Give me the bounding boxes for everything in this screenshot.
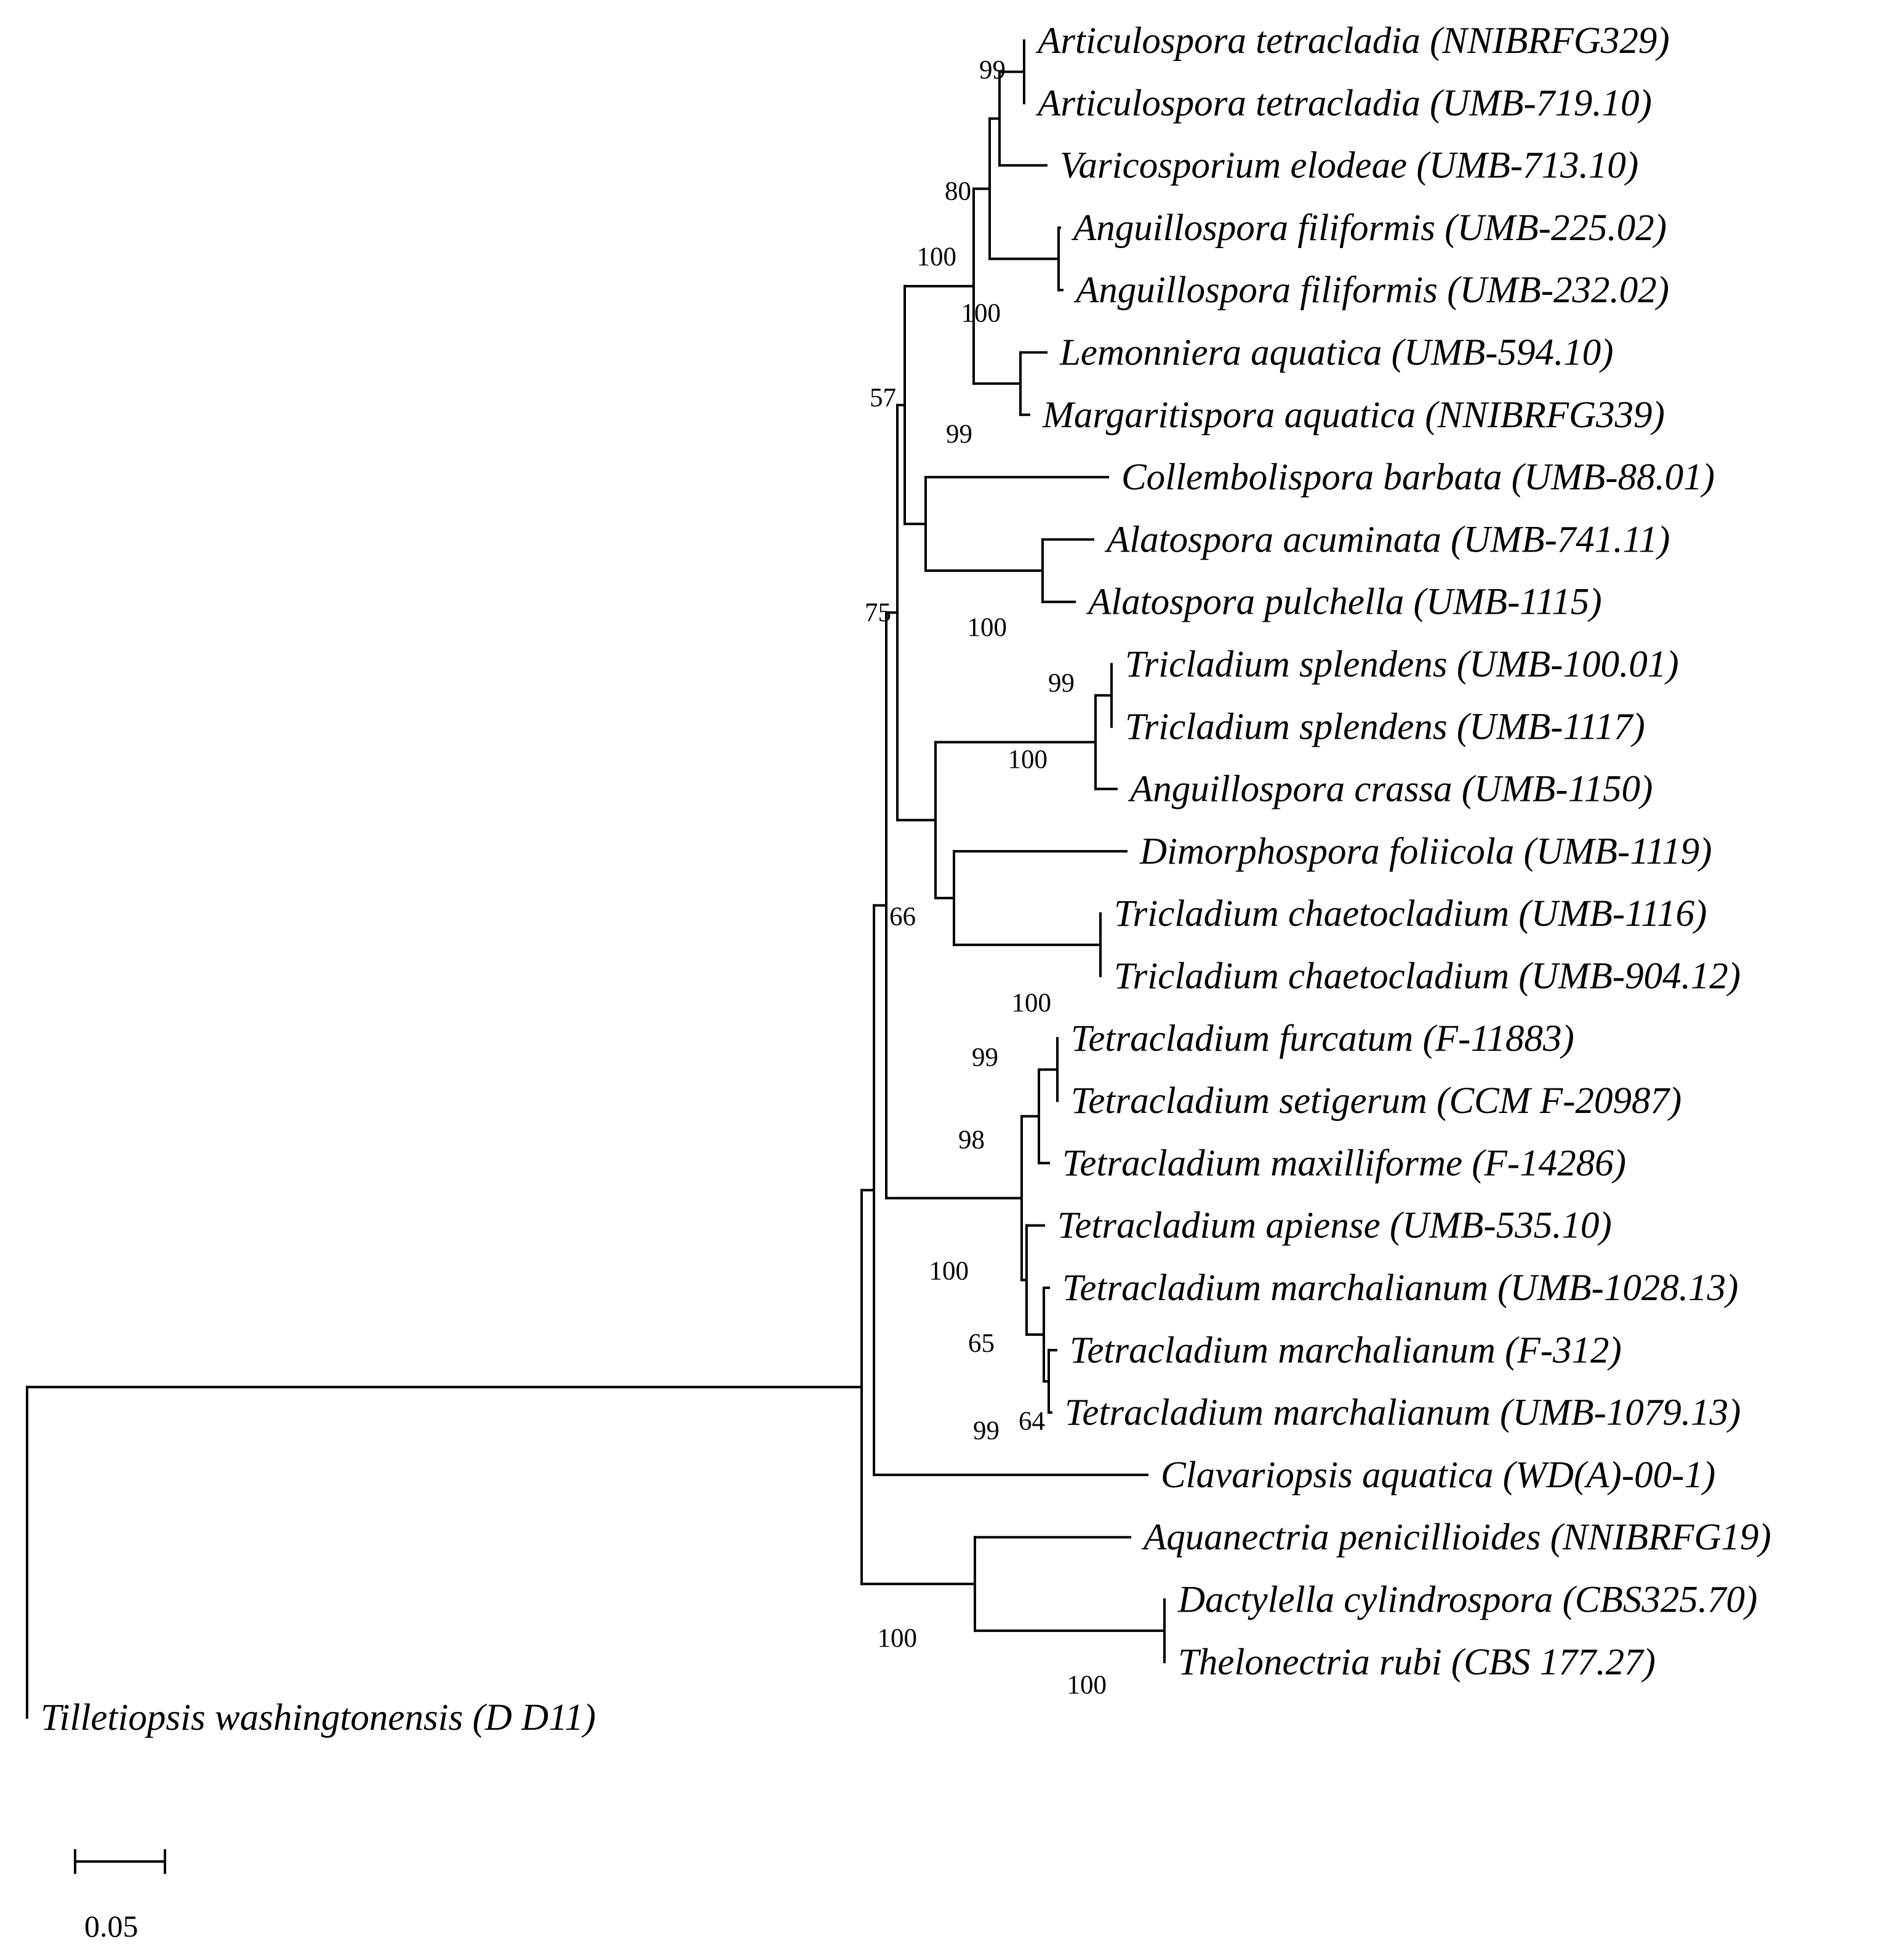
taxon-label: Collembolispora barbata (UMB-88.01)	[1121, 457, 1715, 498]
taxon-label: Tilletiopsis washingtonensis (D D11)	[41, 1697, 596, 1738]
taxon-label: Articulospora tetracladia (NNIBRFG329)	[1035, 20, 1670, 62]
taxon-label: Tricladium splendens (UMB-1117)	[1125, 706, 1645, 747]
taxon-label: Tricladium splendens (UMB-100.01)	[1125, 644, 1679, 685]
scale-bar: 0.05	[74, 1849, 166, 1943]
support-value: 66	[889, 902, 916, 931]
taxon-label: Alatospora acuminata (UMB-741.11)	[1104, 519, 1670, 560]
taxon-label: Margaritispora aquatica (NNIBRFG339)	[1042, 395, 1665, 436]
support-value: 65	[968, 1329, 995, 1358]
taxon-label: Tetracladium setigerum (CCM F-20987)	[1071, 1080, 1681, 1122]
taxon-label: Varicosporium elodeae (UMB-713.10)	[1060, 145, 1638, 187]
taxon-label: Tricladium chaetocladium (UMB-904.12)	[1114, 956, 1741, 997]
taxon-label: Aquanectria penicillioides (NNIBRFG19)	[1141, 1517, 1771, 1558]
support-value: 100	[1008, 745, 1048, 774]
taxon-label: Tetracladium marchalianum (UMB-1079.13)	[1065, 1392, 1741, 1434]
support-value: 100	[961, 299, 1001, 328]
support-value: 100	[1067, 1671, 1107, 1700]
taxon-label: Tetracladium marchalianum (F-312)	[1070, 1330, 1622, 1371]
support-value: 100	[1012, 989, 1052, 1018]
support-value: 99	[1048, 669, 1075, 698]
support-value: 98	[958, 1125, 985, 1154]
taxon-label: Lemonniera aquatica (UMB-594.10)	[1059, 332, 1614, 374]
support-values: 9910080991001005799100100667599989965100…	[865, 56, 1107, 1700]
taxon-label: Dimorphospora foliicola (UMB-1119)	[1139, 831, 1712, 872]
support-value: 57	[870, 384, 896, 412]
support-value: 99	[946, 420, 972, 449]
support-value: 100	[917, 243, 957, 271]
taxon-label: Articulospora tetracladia (UMB-719.10)	[1035, 82, 1652, 124]
taxon-label: Tetracladium marchalianum (UMB-1028.13)	[1062, 1267, 1738, 1309]
support-value: 99	[972, 1043, 998, 1072]
taxon-label: Tricladium chaetocladium (UMB-1116)	[1114, 893, 1707, 934]
taxon-label: Clavariopsis aquatica (WD(A)-00-1)	[1161, 1455, 1715, 1496]
taxon-label: Tetracladium maxilliforme (F-14286)	[1062, 1143, 1626, 1184]
taxon-label: Alatospora pulchella (UMB-1115)	[1086, 582, 1602, 623]
support-value: 64	[1019, 1407, 1045, 1436]
taxon-label: Dactylella cylindrospora (CBS325.70)	[1177, 1580, 1757, 1621]
support-value: 75	[865, 598, 891, 627]
taxon-labels: Tilletiopsis washingtonensis (D D11) Arti…	[41, 20, 1771, 1738]
taxon-label: Anguillospora crassa (UMB-1150)	[1128, 769, 1653, 810]
taxon-label: Anguillospora filiformis (UMB-232.02)	[1073, 270, 1669, 311]
support-value: 100	[929, 1256, 969, 1285]
taxon-label: Tetracladium furcatum (F-11883)	[1071, 1018, 1574, 1059]
support-value: 100	[968, 613, 1008, 642]
support-value: 99	[979, 56, 1006, 85]
support-value: 100	[878, 1624, 918, 1653]
taxon-label: Tetracladium apiense (UMB-535.10)	[1057, 1205, 1612, 1247]
taxon-label: Anguillospora filiformis (UMB-225.02)	[1071, 207, 1667, 249]
support-value: 80	[945, 177, 971, 206]
scale-bar-label: 0.05	[84, 1909, 138, 1943]
support-value: 99	[973, 1416, 1000, 1445]
tree-branches	[26, 39, 1166, 1719]
taxon-label: Thelonectria rubi (CBS 177.27)	[1178, 1642, 1656, 1683]
